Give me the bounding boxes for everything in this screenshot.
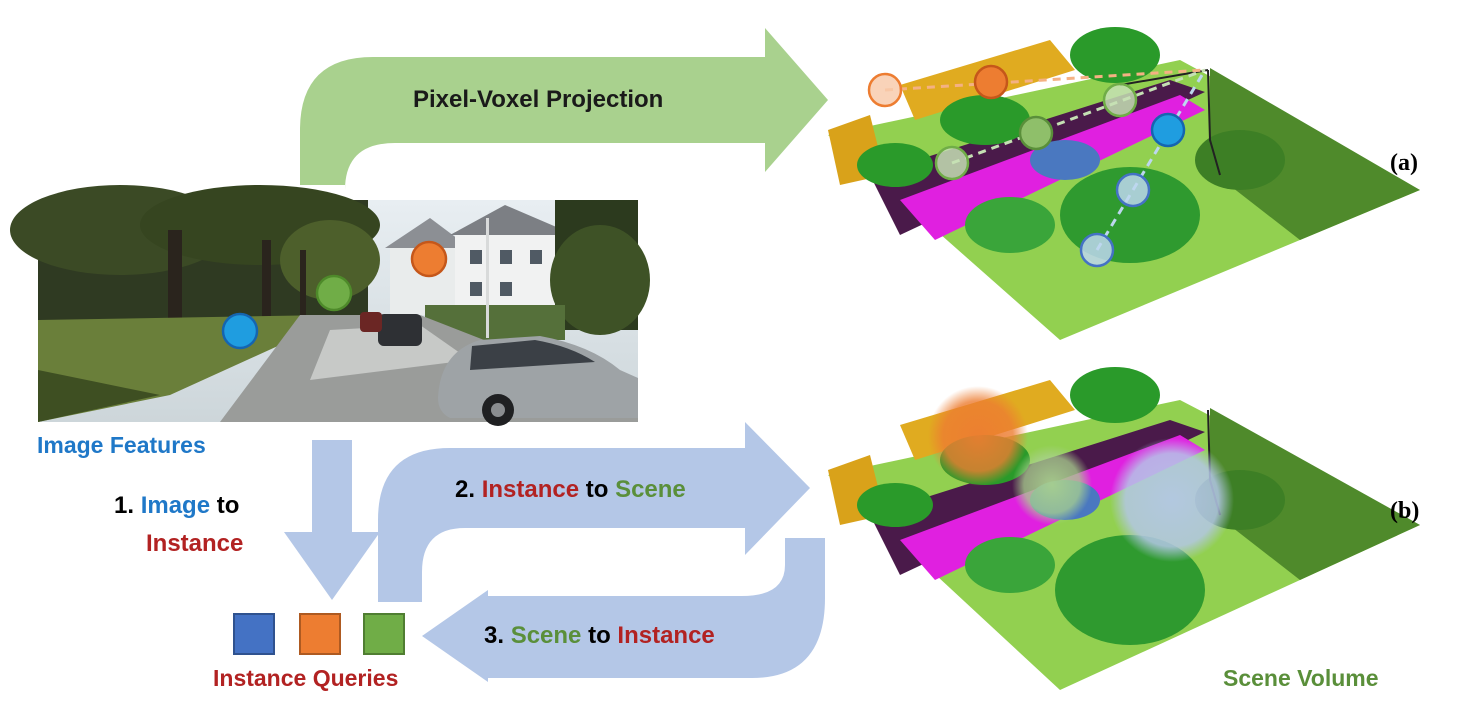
projection-arrow <box>300 28 828 190</box>
panel-b-tag: (b) <box>1390 498 1420 524</box>
instance-query-orange <box>299 613 341 655</box>
step2-connector: to <box>585 476 609 503</box>
projection-label: Pixel-Voxel Projection <box>413 86 664 113</box>
image-query-orange <box>410 240 448 278</box>
step3-target: Instance <box>617 622 715 649</box>
step2-source: Instance <box>481 476 580 503</box>
instance-query-blue <box>233 613 275 655</box>
step1-label-line1: 1. Image to <box>114 494 239 518</box>
step1-source: Image <box>140 492 211 519</box>
instance-to-scene-arrow <box>378 422 810 602</box>
street-image <box>10 185 650 426</box>
step2-target: Scene <box>615 476 686 503</box>
scene-volume-a <box>828 27 1420 340</box>
scene-volume-label: Scene Volume <box>1223 665 1379 691</box>
step1-target: Instance <box>146 530 244 557</box>
step3-number: 3. <box>484 622 505 649</box>
step1-label-line2: Instance <box>146 532 243 556</box>
step3-label: 3. Scene to Instance <box>484 624 715 648</box>
image-to-instance-arrow <box>284 440 380 600</box>
step1-number: 1. <box>114 492 135 519</box>
scene-volume-b <box>828 367 1420 690</box>
instance-query-green <box>363 613 405 655</box>
step3-connector: to <box>588 622 611 649</box>
image-query-green <box>315 274 353 312</box>
image-features-label: Image Features <box>37 432 206 458</box>
scene-to-instance-arrow <box>422 538 825 682</box>
step3-source: Scene <box>510 622 582 649</box>
image-query-blue <box>221 312 259 350</box>
step2-label: 2. Instance to Scene <box>455 478 686 502</box>
step1-connector: to <box>216 492 240 519</box>
step2-number: 2. <box>455 476 476 503</box>
panel-a-tag: (a) <box>1390 150 1418 176</box>
instance-queries-label: Instance Queries <box>213 665 399 691</box>
